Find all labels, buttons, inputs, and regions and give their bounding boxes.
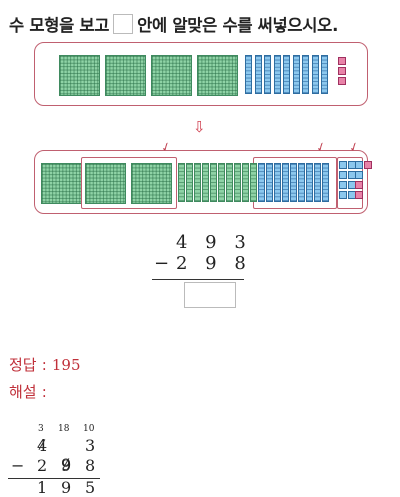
ten-rod bbox=[321, 55, 328, 94]
one-cube bbox=[355, 161, 363, 169]
one-cube bbox=[339, 171, 347, 179]
hundred-block bbox=[85, 163, 126, 204]
one-cube bbox=[339, 191, 347, 199]
one-cube bbox=[338, 77, 346, 85]
result-digit-tens: 9 bbox=[61, 478, 72, 497]
ten-rod bbox=[194, 163, 201, 202]
carry-hundreds: 3 bbox=[38, 424, 44, 434]
answer-input-box[interactable] bbox=[184, 282, 236, 308]
cross-out-mark: ✓ bbox=[158, 138, 174, 156]
answer-value: 195 bbox=[51, 356, 81, 374]
explanation-label: 해설 bbox=[9, 383, 37, 401]
answer-label: 정답 bbox=[9, 356, 37, 374]
ten-rod bbox=[306, 163, 313, 202]
down-arrow-icon: ⇩ bbox=[193, 118, 206, 136]
hundred-block bbox=[131, 163, 172, 204]
base-ten-model-regrouped: ✓ ✓ ✓ bbox=[34, 139, 372, 214]
ten-rod bbox=[250, 163, 257, 202]
base-ten-model-original bbox=[34, 42, 368, 106]
hundred-block bbox=[105, 55, 146, 96]
one-cube bbox=[338, 67, 346, 75]
ten-rod bbox=[298, 163, 305, 202]
one-cube bbox=[355, 171, 363, 179]
explanation-line: 해설 : bbox=[9, 381, 47, 402]
ten-rod bbox=[258, 163, 265, 202]
sum-line bbox=[152, 279, 244, 281]
result-digit-ones: 5 bbox=[85, 478, 96, 497]
minuend-digit-ones: 3 bbox=[85, 436, 96, 455]
ten-rod bbox=[210, 163, 217, 202]
question-text-before: 수 모형을 보고 bbox=[9, 16, 110, 35]
ten-rod bbox=[311, 55, 319, 94]
ten-rod bbox=[273, 55, 281, 94]
question-text-after: 안에 알맞은 수를 써넣으시오. bbox=[137, 16, 339, 35]
subtrahend: 2 9 8 bbox=[176, 253, 252, 274]
one-cube bbox=[339, 181, 347, 189]
ten-rod bbox=[226, 163, 233, 202]
explanation-minus-sign: − bbox=[11, 456, 25, 475]
ten-rod bbox=[202, 163, 209, 202]
result-digit-hundreds: 1 bbox=[37, 478, 48, 497]
cross-out-mark: ✓ bbox=[313, 138, 329, 156]
one-cube bbox=[364, 161, 372, 169]
answer-blank-box bbox=[113, 14, 134, 34]
minuend-digit-hundreds: 4 bbox=[37, 436, 400, 455]
minuend-digit-tens: 9 bbox=[61, 455, 400, 474]
hundred-block bbox=[151, 55, 192, 96]
subtrahend-digit-hundreds: 2 bbox=[37, 456, 48, 475]
carry-ones: 10 bbox=[83, 424, 95, 434]
ten-rod bbox=[290, 163, 297, 202]
ten-rod bbox=[314, 163, 321, 202]
one-cube bbox=[339, 161, 347, 169]
minus-sign: − bbox=[154, 253, 176, 274]
answer-line: 정답 : 195 bbox=[9, 354, 81, 375]
subtrahend-digit-tens: 9 bbox=[61, 456, 72, 475]
hundred-block bbox=[197, 55, 238, 96]
ten-rod bbox=[283, 55, 290, 94]
ten-rod bbox=[322, 163, 329, 202]
ten-rod bbox=[178, 163, 185, 202]
subtrahend-digit-ones: 8 bbox=[85, 456, 96, 475]
explanation-sum-line bbox=[8, 478, 100, 480]
ten-rod bbox=[218, 163, 225, 202]
ten-rod bbox=[245, 55, 252, 94]
ten-rod bbox=[242, 163, 249, 202]
cross-out-mark: ✓ bbox=[346, 138, 362, 156]
answer-colon: : bbox=[41, 356, 47, 374]
ten-rod bbox=[264, 55, 271, 94]
minuend: 4 9 3 bbox=[176, 232, 252, 253]
ten-rod bbox=[186, 163, 193, 202]
one-cube bbox=[355, 191, 363, 199]
hundred-block bbox=[59, 55, 100, 96]
one-cube bbox=[355, 181, 363, 189]
one-cube bbox=[338, 57, 346, 65]
hundred-block bbox=[41, 163, 82, 204]
question-title: 수 모형을 보고 안에 알맞은 수를 써넣으시오. bbox=[9, 12, 338, 36]
hundreds-circled-group bbox=[81, 157, 177, 209]
ten-rod bbox=[234, 163, 241, 202]
ten-rod bbox=[266, 163, 273, 202]
ten-rod bbox=[274, 163, 281, 202]
carry-tens: 18 bbox=[58, 424, 70, 434]
ten-rod bbox=[254, 55, 262, 94]
ten-rod bbox=[292, 55, 300, 94]
explanation-colon: : bbox=[41, 383, 47, 401]
ten-rod bbox=[302, 55, 309, 94]
ten-rod bbox=[282, 163, 289, 202]
